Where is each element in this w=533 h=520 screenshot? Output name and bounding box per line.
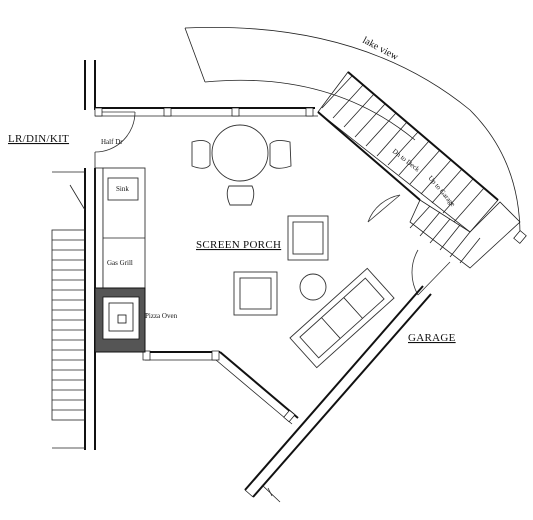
porch-lower-wall <box>142 350 299 425</box>
armchair <box>233 271 278 316</box>
armchair <box>287 215 329 261</box>
lr-din-kit-label: LR/DIN/KIT <box>8 133 69 145</box>
lake-view-arc-inner <box>204 79 416 141</box>
sink-label: Sink <box>116 185 129 193</box>
deck-door <box>367 194 401 223</box>
up-to-garage-label: Up to Garage <box>426 174 456 208</box>
garage-door <box>411 249 451 296</box>
exterior-stairs <box>317 71 499 233</box>
side-table <box>299 273 327 301</box>
interior-stairs <box>51 184 86 421</box>
garage-stairs <box>409 199 527 269</box>
lake-view-arc-end <box>184 27 206 83</box>
pizza-oven-label: Pizza Oven <box>145 312 178 320</box>
gas-grill-label: Gas Grill <box>107 259 133 267</box>
lake-view-arc <box>184 27 521 236</box>
dn-to-deck-label: Dn to Deck <box>391 147 422 173</box>
screen-porch-label: SCREEN PORCH <box>196 239 281 251</box>
porch-top-wall <box>94 107 318 117</box>
garage-label: GARAGE <box>408 332 456 344</box>
lake-view-label: lake view <box>361 35 401 63</box>
dining-set <box>191 124 292 206</box>
garage-wall <box>244 285 432 503</box>
half-door-label: Half Dr <box>101 138 123 146</box>
sofa <box>289 267 395 369</box>
sink <box>107 177 139 201</box>
pizza-oven <box>94 287 146 353</box>
